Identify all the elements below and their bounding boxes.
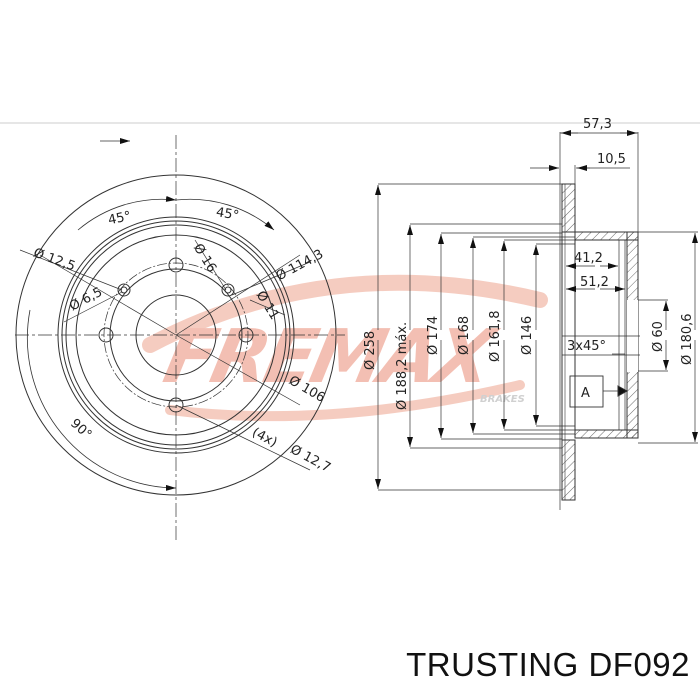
svg-text:45°: 45° bbox=[215, 205, 240, 224]
svg-text:BRAKES: BRAKES bbox=[480, 394, 525, 405]
svg-text:A: A bbox=[581, 386, 590, 401]
svg-text:Ø 12,7: Ø 12,7 bbox=[288, 442, 333, 476]
svg-text:Ø 6,5: Ø 6,5 bbox=[67, 285, 105, 315]
svg-text:Ø 161,8: Ø 161,8 bbox=[488, 310, 503, 362]
svg-text:Ø 60: Ø 60 bbox=[651, 321, 666, 352]
svg-text:51,2: 51,2 bbox=[580, 275, 609, 290]
svg-text:Ø 188,2 máx.: Ø 188,2 máx. bbox=[395, 322, 410, 410]
svg-text:Ø 12,5: Ø 12,5 bbox=[31, 246, 77, 275]
section-view-labels: 57,3 10,5 Ø 258 Ø 188,2 máx. Ø 174 Ø 168… bbox=[363, 117, 695, 410]
svg-text:57,3: 57,3 bbox=[583, 117, 612, 132]
section-view bbox=[375, 130, 698, 510]
svg-text:90°: 90° bbox=[67, 416, 94, 443]
front-view bbox=[15, 135, 345, 540]
svg-text:Ø 258: Ø 258 bbox=[363, 331, 378, 370]
part-caption: TRUSTING DF092 bbox=[406, 646, 690, 683]
svg-text:41,2: 41,2 bbox=[574, 251, 603, 266]
svg-text:Ø 180,6: Ø 180,6 bbox=[680, 313, 695, 365]
svg-text:(4x): (4x) bbox=[249, 425, 279, 451]
svg-text:3x45°: 3x45° bbox=[567, 339, 606, 354]
svg-text:Ø 174: Ø 174 bbox=[426, 316, 441, 355]
svg-text:Ø 16: Ø 16 bbox=[190, 241, 219, 275]
fremax-watermark: FREMAX BRAKES bbox=[142, 274, 548, 422]
svg-text:10,5: 10,5 bbox=[597, 152, 626, 167]
svg-text:45°: 45° bbox=[107, 209, 133, 228]
svg-text:Ø 168: Ø 168 bbox=[457, 316, 472, 355]
svg-text:Ø 114,3: Ø 114,3 bbox=[274, 247, 327, 284]
datum-box bbox=[569, 375, 604, 408]
svg-text:Ø 146: Ø 146 bbox=[520, 316, 535, 355]
